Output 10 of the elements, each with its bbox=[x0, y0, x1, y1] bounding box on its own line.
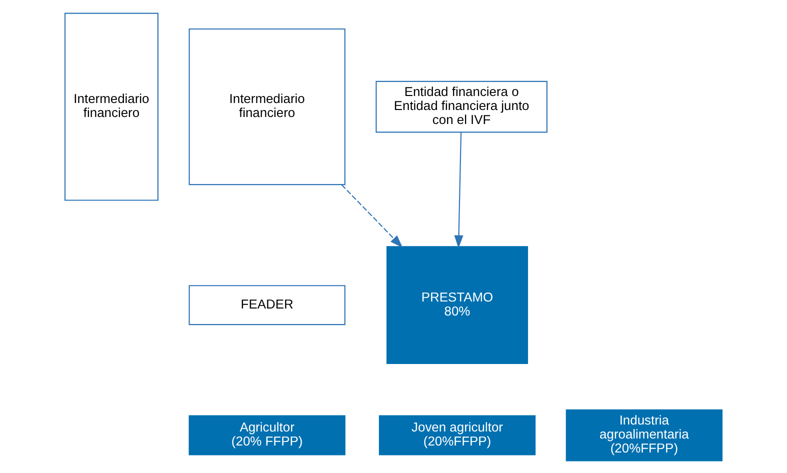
arrow bbox=[341, 184, 403, 248]
node-box: Intermediario financiero bbox=[188, 28, 346, 185]
node-box: PRESTAMO 80% bbox=[386, 246, 528, 364]
arrow bbox=[454, 132, 464, 248]
node-box: Industria agroalimentaria (20%FFPP) bbox=[566, 408, 723, 461]
node-box: Agricultor (20% FFPP) bbox=[188, 414, 346, 455]
node-box: Intermediario financiero bbox=[64, 12, 158, 200]
node-box: Entidad financiera o Entidad financiera junto con el IVF bbox=[376, 80, 548, 132]
node-box: FEADER bbox=[188, 284, 346, 325]
node-box: Joven agricultor (20%FFPP) bbox=[378, 414, 536, 455]
